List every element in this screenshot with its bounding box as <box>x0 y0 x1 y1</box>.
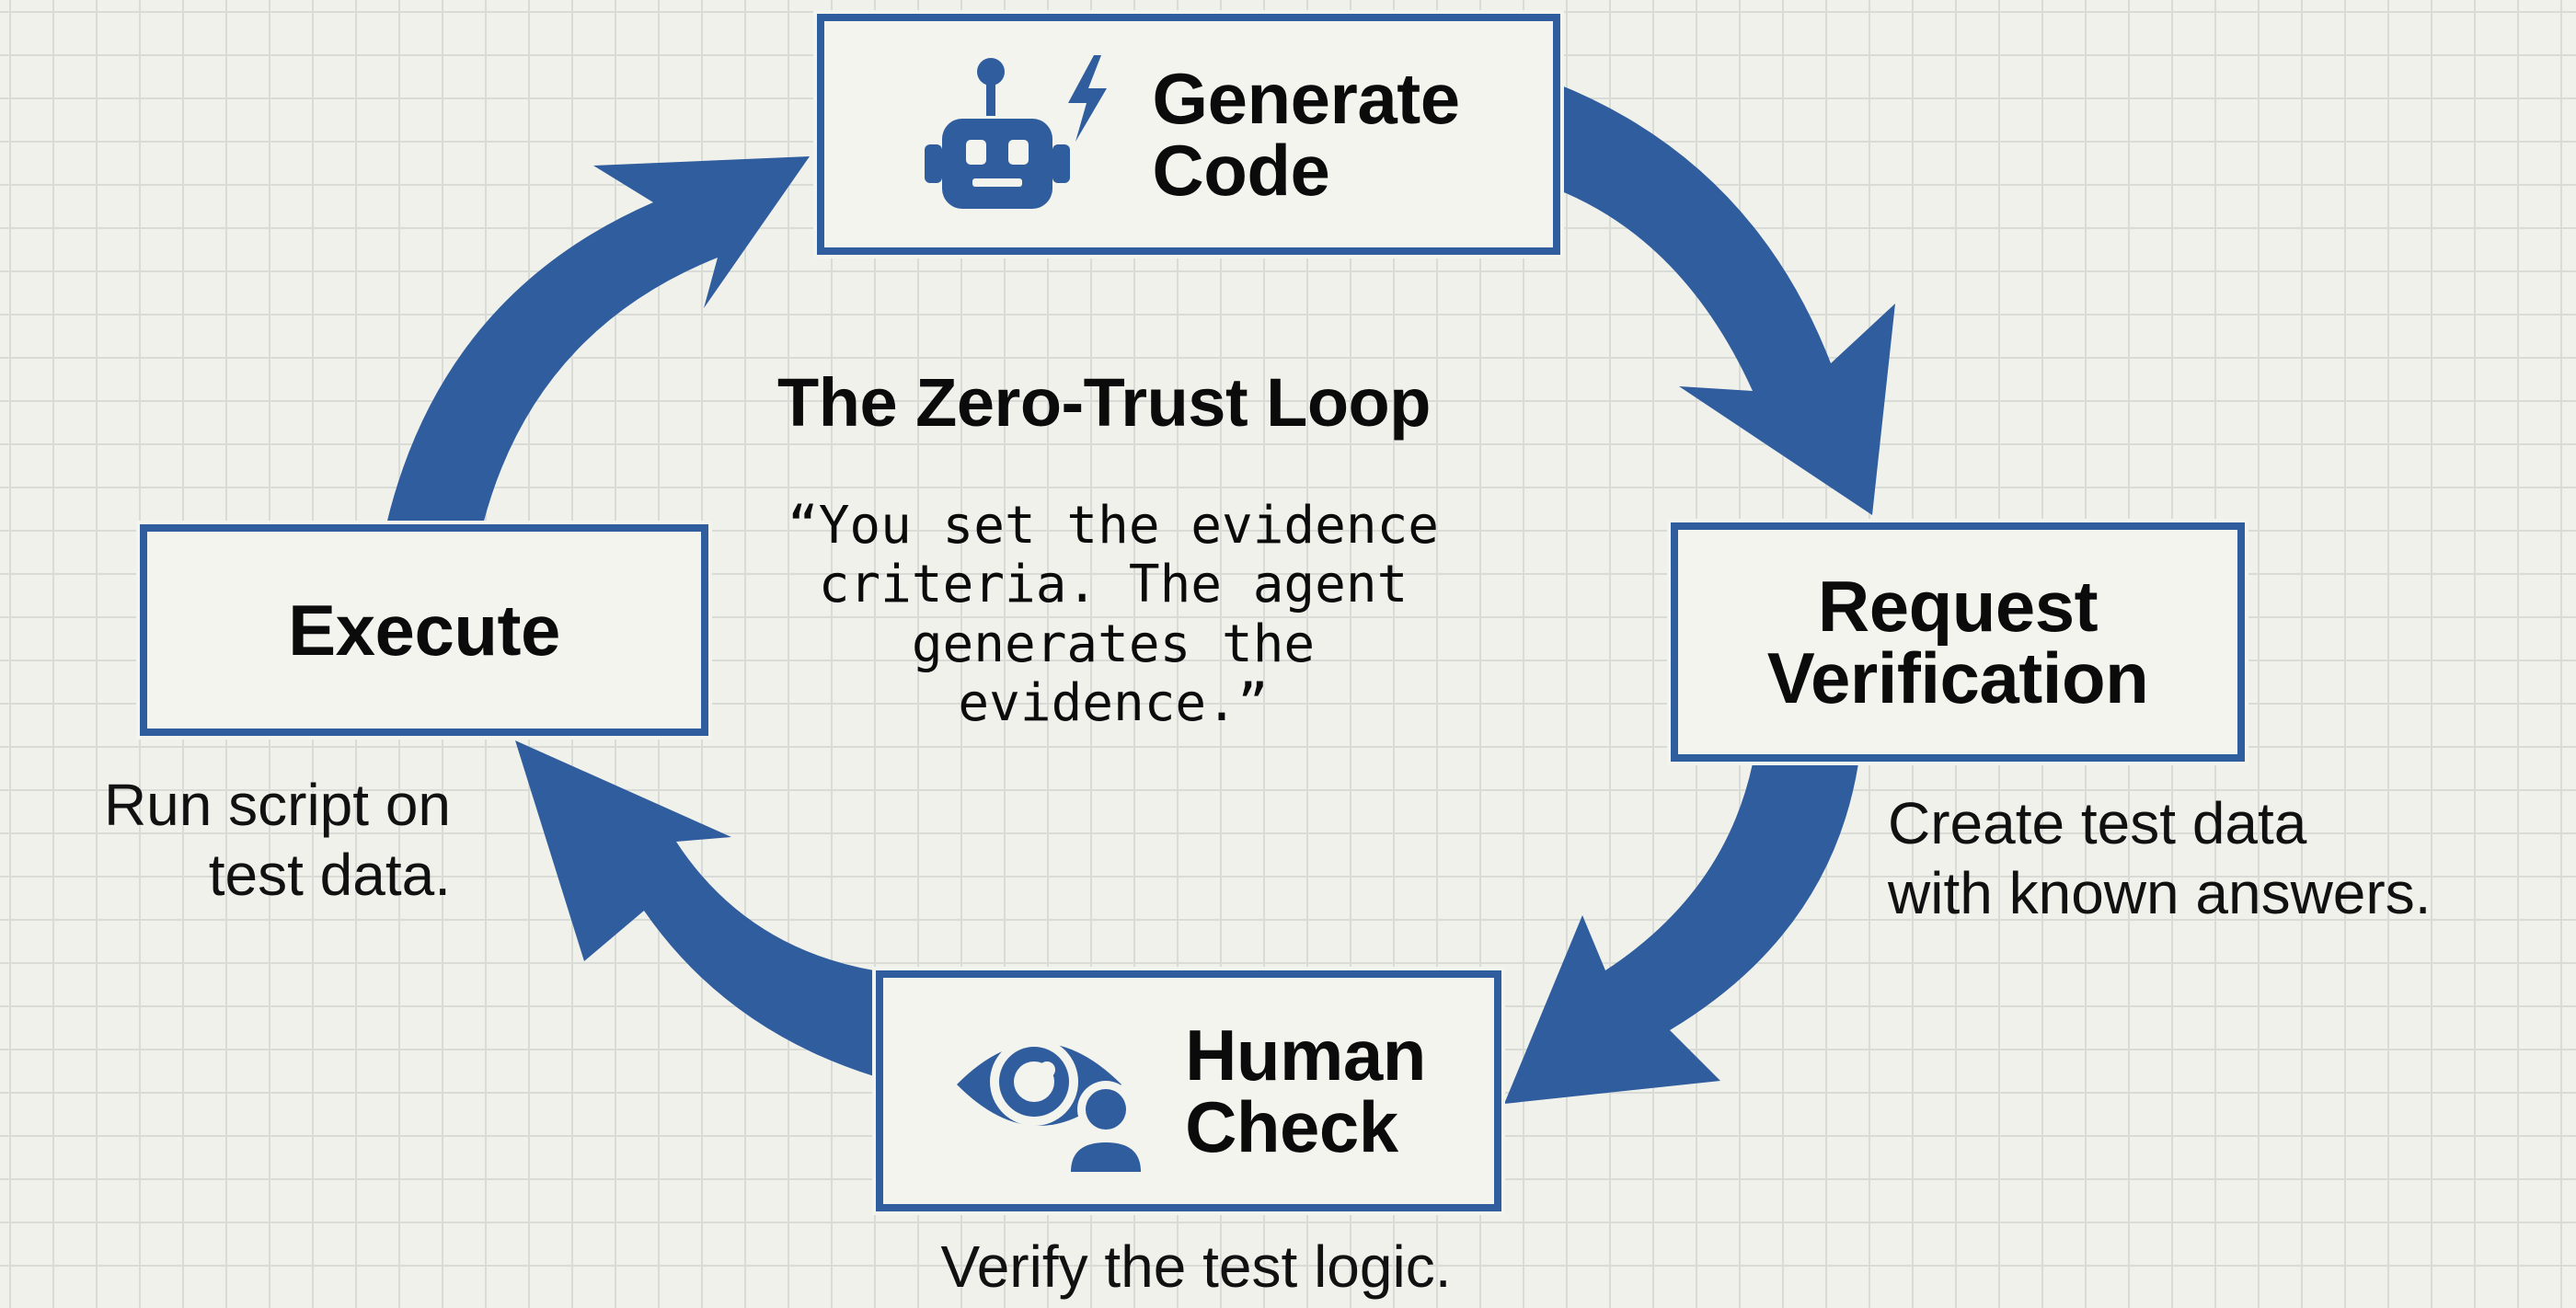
request-verification-box: Request Verification <box>1667 519 2248 765</box>
human-check-caption-line-1: Verify the test logic. <box>940 1233 1452 1300</box>
eye-user-icon <box>951 1006 1154 1176</box>
generate-code-title-line-2: Code <box>1152 130 1330 211</box>
robot-icon <box>917 50 1115 220</box>
arrow-generate-to-request <box>1555 83 1895 515</box>
arrow-execute-to-generate <box>386 156 810 524</box>
center-quote-line-2: criteria. The agent <box>818 555 1409 615</box>
generate-code-title-line-1: Generate <box>1152 58 1460 139</box>
human-check-title-line-2: Check <box>1185 1086 1398 1167</box>
human-check-box: Human Check <box>872 967 1505 1215</box>
arrow-human-to-execute <box>515 740 874 1076</box>
execute-caption-line-2: test data. <box>208 841 451 908</box>
human-check-caption: Verify the test logic. <box>736 1233 1656 1302</box>
center-quote-line-4: evidence.” <box>958 673 1269 734</box>
human-check-title-line-1: Human <box>1185 1015 1426 1096</box>
execute-caption: Run script on test data. <box>18 771 451 910</box>
request-verification-title-line-2: Verification <box>1766 637 2149 718</box>
request-verification-caption-line-1: Create test data <box>1888 790 2307 856</box>
request-verification-caption-line-2: with known answers. <box>1888 859 2432 926</box>
request-verification-title-line-1: Request <box>1817 566 2099 647</box>
execute-title: Execute <box>288 590 560 671</box>
center-title: The Zero-Trust Loop <box>777 364 1431 441</box>
center-quote-line-3: generates the <box>911 614 1316 674</box>
request-verification-caption: Create test data with known answers. <box>1888 789 2569 928</box>
execute-caption-line-1: Run script on <box>103 772 451 838</box>
arrow-request-to-human <box>1504 763 1858 1104</box>
execute-box: Execute <box>136 521 712 740</box>
generate-code-box: Generate Code <box>813 10 1564 258</box>
center-quote: “You set the evidence criteria. The agen… <box>699 496 1527 734</box>
center-quote-line-1: “You set the evidence <box>787 496 1439 556</box>
